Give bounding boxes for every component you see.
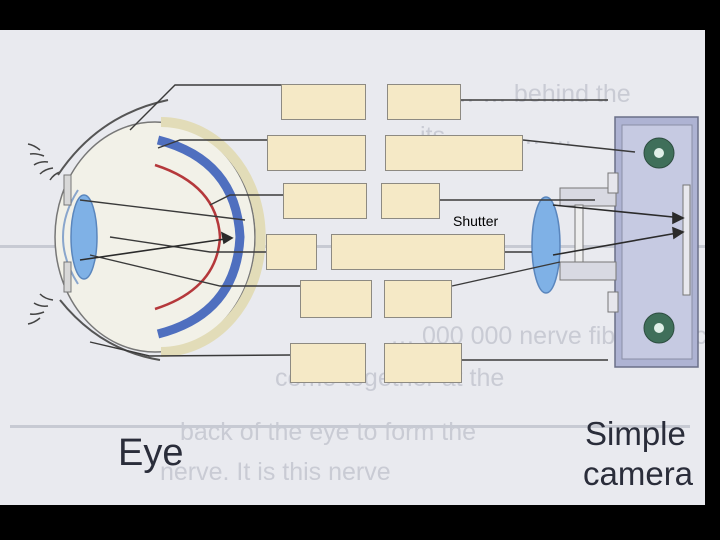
eye-caption: Eye [118,432,184,474]
cornea [62,189,79,285]
background-text-line: back of the eye to form the [180,418,476,446]
iris-lower [63,261,72,293]
lower-eyelid [59,299,161,361]
lower-eyelashes [27,293,54,325]
camera-shutter [574,204,584,263]
lens-barrel-bottom [559,261,617,281]
leader-line [129,84,281,131]
leader-lines [79,84,636,361]
label-box[interactable] [331,234,505,270]
arrow-lines [79,204,685,261]
upper-eyelid [57,99,169,176]
leader-line [79,199,246,221]
leader-line [451,261,561,287]
camera-aperture-top [607,172,619,194]
iris-upper [63,174,72,206]
leader-line [109,236,266,253]
film-roller-icon [643,312,675,344]
leader-line [157,139,267,149]
label-box[interactable] [384,343,462,383]
label-box[interactable] [290,343,366,383]
leader-line [209,194,283,206]
leader-line [89,254,300,287]
label-box[interactable] [384,280,452,318]
label-box[interactable] [385,135,523,171]
eyeball [54,121,256,353]
background-rule [10,425,690,428]
camera-caption-line2: camera [583,455,694,492]
label-box[interactable] [267,135,366,171]
label-box[interactable] [381,183,440,219]
camera-lens [531,196,561,294]
film-strip [682,184,691,296]
background-text-line: nerve. It is this nerve [160,458,391,486]
leader-line [89,341,291,357]
label-box[interactable] [281,84,366,120]
sclera-band [160,117,266,357]
lens-barrel-top [559,187,617,207]
label-box[interactable] [300,280,372,318]
camera-aperture-bottom [607,291,619,313]
film-roller-icon [643,137,675,169]
label-box[interactable] [283,183,367,219]
retina-layer [156,135,245,339]
choroid-layer [154,163,222,311]
upper-eyelashes [27,143,61,181]
shutter-label: Shutter [453,213,499,229]
leader-line [522,139,636,153]
label-box[interactable] [266,234,317,270]
camera-caption-line1: Simple [585,415,686,452]
eye-lens [70,194,98,280]
label-box[interactable] [387,84,461,120]
